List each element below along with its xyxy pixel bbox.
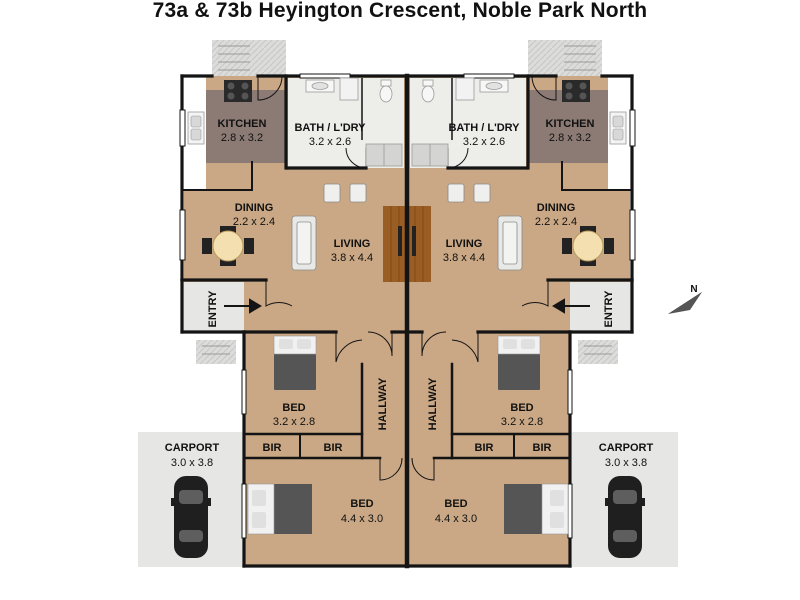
svg-text:3.2 x 2.8: 3.2 x 2.8 bbox=[501, 416, 543, 428]
label-living-a: LIVING 3.8 x 4.4 bbox=[331, 238, 373, 264]
label-bath-a: BATH / L'DRY 3.2 x 2.6 bbox=[294, 122, 366, 148]
svg-text:3.0 x 3.8: 3.0 x 3.8 bbox=[171, 457, 213, 469]
svg-text:BED: BED bbox=[444, 498, 467, 510]
kitchen-b-fixtures bbox=[562, 80, 627, 145]
car-a-icon bbox=[171, 476, 211, 558]
label-kitchen-b: KITCHEN 2.8 x 3.2 bbox=[546, 118, 595, 144]
living-a-furniture bbox=[291, 183, 402, 271]
label-bir-a1: BIR bbox=[263, 442, 282, 454]
svg-text:BED: BED bbox=[510, 402, 533, 414]
svg-text:2.8 x 3.2: 2.8 x 3.2 bbox=[549, 132, 591, 144]
label-bed2-a: BED 4.4 x 3.0 bbox=[341, 498, 383, 525]
svg-text:KITCHEN: KITCHEN bbox=[218, 118, 267, 130]
bed1-a bbox=[273, 335, 317, 390]
svg-text:BATH / L'DRY: BATH / L'DRY bbox=[294, 122, 366, 134]
svg-text:2.8 x 3.2: 2.8 x 3.2 bbox=[221, 132, 263, 144]
svg-text:3.2 x 2.8: 3.2 x 2.8 bbox=[273, 416, 315, 428]
dining-b-table bbox=[562, 226, 614, 266]
svg-text:3.0 x 3.8: 3.0 x 3.8 bbox=[605, 457, 647, 469]
car-b-icon bbox=[605, 476, 645, 558]
svg-text:BED: BED bbox=[282, 402, 305, 414]
svg-text:CARPORT: CARPORT bbox=[165, 442, 220, 454]
living-b-furniture bbox=[412, 183, 523, 271]
plan-title: 73a & 73b Heyington Crescent, Noble Park… bbox=[152, 0, 648, 22]
kitchen-a-fixtures bbox=[187, 80, 252, 145]
north-arrow-icon: N bbox=[668, 284, 702, 314]
svg-text:CARPORT: CARPORT bbox=[599, 442, 654, 454]
svg-text:DINING: DINING bbox=[537, 202, 576, 214]
svg-text:LIVING: LIVING bbox=[446, 238, 483, 250]
label-kitchen-a: KITCHEN 2.8 x 3.2 bbox=[218, 118, 267, 144]
label-bed2-b: BED 4.4 x 3.0 bbox=[435, 498, 477, 525]
svg-text:KITCHEN: KITCHEN bbox=[546, 118, 595, 130]
svg-text:2.2 x 2.4: 2.2 x 2.4 bbox=[535, 216, 577, 228]
label-carport-b: CARPORT 3.0 x 3.8 bbox=[599, 442, 654, 469]
svg-text:3.8 x 4.4: 3.8 x 4.4 bbox=[443, 252, 485, 264]
svg-text:BATH / L'DRY: BATH / L'DRY bbox=[448, 122, 520, 134]
label-entry-a: ENTRY bbox=[207, 290, 219, 328]
label-dining-a: DINING 2.2 x 2.4 bbox=[233, 202, 275, 228]
label-bed1-b: BED 3.2 x 2.8 bbox=[501, 402, 543, 428]
svg-text:3.2 x 2.6: 3.2 x 2.6 bbox=[463, 136, 505, 148]
label-bir-b1: BIR bbox=[475, 442, 494, 454]
entry-a-arrow-icon bbox=[224, 298, 262, 314]
dining-a-table bbox=[202, 226, 254, 266]
bed2-b bbox=[504, 483, 569, 535]
label-dining-b: DINING 2.2 x 2.4 bbox=[535, 202, 577, 228]
compass-label: N bbox=[690, 284, 697, 295]
label-bed1-a: BED 3.2 x 2.8 bbox=[273, 402, 315, 428]
room-labels: KITCHEN 2.8 x 3.2 BATH / L'DRY 3.2 x 2.6 B… bbox=[165, 118, 654, 525]
label-bath-b: BATH / L'DRY 3.2 x 2.6 bbox=[448, 122, 520, 148]
bath-b-fixtures bbox=[411, 77, 509, 167]
bed1-b bbox=[497, 335, 541, 390]
label-carport-a: CARPORT 3.0 x 3.8 bbox=[165, 442, 220, 469]
svg-text:4.4 x 3.0: 4.4 x 3.0 bbox=[341, 513, 383, 525]
svg-text:4.4 x 3.0: 4.4 x 3.0 bbox=[435, 513, 477, 525]
svg-text:BED: BED bbox=[350, 498, 373, 510]
label-hallway-a: HALLWAY bbox=[377, 377, 389, 430]
entry-b-arrow-icon bbox=[552, 298, 590, 314]
label-entry-b: ENTRY bbox=[603, 290, 615, 328]
label-bir-b2: BIR bbox=[533, 442, 552, 454]
bed2-a bbox=[247, 483, 312, 535]
svg-text:DINING: DINING bbox=[235, 202, 274, 214]
svg-text:2.2 x 2.4: 2.2 x 2.4 bbox=[233, 216, 275, 228]
svg-text:3.2 x 2.6: 3.2 x 2.6 bbox=[309, 136, 351, 148]
label-living-b: LIVING 3.8 x 4.4 bbox=[443, 238, 485, 264]
svg-text:3.8 x 4.4: 3.8 x 4.4 bbox=[331, 252, 373, 264]
label-bir-a2: BIR bbox=[324, 442, 343, 454]
bath-a-fixtures bbox=[305, 77, 403, 167]
label-hallway-b: HALLWAY bbox=[427, 377, 439, 430]
svg-text:LIVING: LIVING bbox=[334, 238, 371, 250]
